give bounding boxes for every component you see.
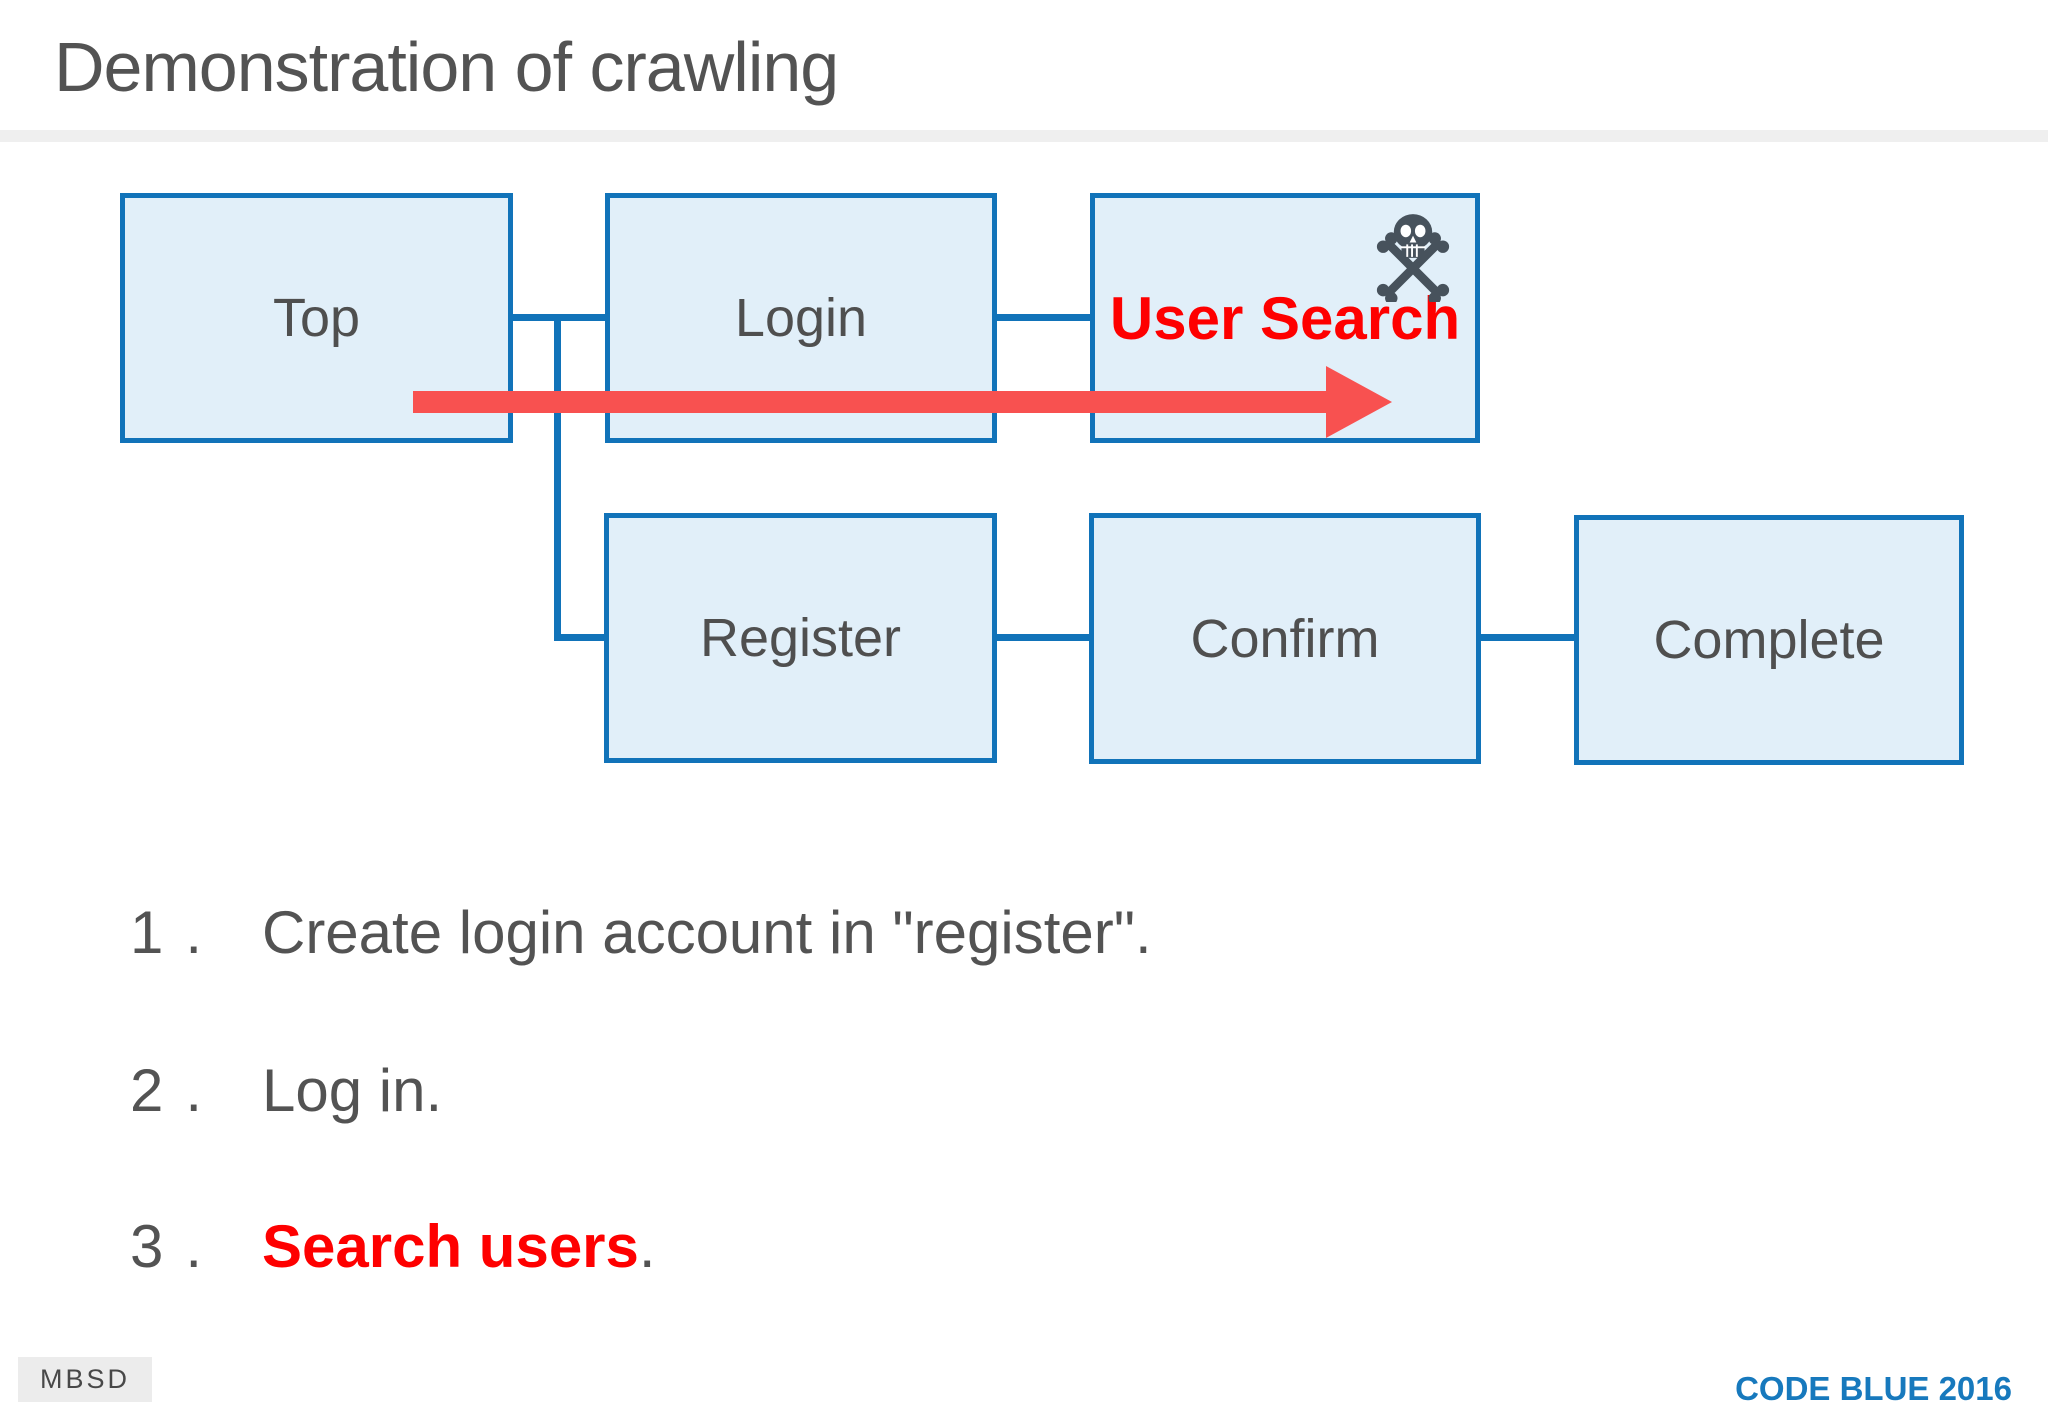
step-1-text: Create login account in "register". — [262, 899, 1152, 966]
connector-login-usersearch — [993, 314, 1094, 321]
step-1: 1. Create login account in "register". — [130, 897, 1152, 969]
step-3: 3. Search users. — [130, 1211, 656, 1283]
step-2: 2. Log in. — [130, 1055, 442, 1127]
step-3-emphasis: Search users — [262, 1213, 639, 1280]
node-login-label: Login — [734, 288, 868, 348]
connector-vertical-branch — [554, 314, 561, 641]
crawl-arrow-head — [1326, 366, 1392, 438]
conference-label: CODE BLUE 2016 — [1735, 1370, 2012, 1407]
title-underline-band — [0, 130, 2048, 142]
node-user-search-label: User Search — [1109, 284, 1461, 352]
step-3-suffix: . — [638, 1213, 656, 1280]
node-register-label: Register — [699, 608, 902, 668]
node-register: Register — [604, 513, 997, 763]
node-confirm: Confirm — [1089, 513, 1481, 764]
step-2-number: 2. — [130, 1057, 225, 1124]
node-top-label: Top — [272, 288, 361, 348]
skull-crossbones-icon — [1376, 214, 1450, 302]
step-2-text: Log in. — [262, 1057, 443, 1124]
step-3-text: Search users. — [262, 1213, 656, 1280]
node-complete-label: Complete — [1653, 610, 1885, 670]
connector-register-confirm — [992, 634, 1093, 641]
node-confirm-label: Confirm — [1190, 608, 1380, 669]
crawl-arrow-body — [413, 391, 1326, 413]
step-3-number: 3. — [130, 1213, 225, 1280]
node-complete: Complete — [1574, 515, 1964, 765]
mbsd-logo-text: MBSD — [39, 1364, 130, 1394]
connector-confirm-complete — [1476, 634, 1578, 641]
mbsd-logo-badge: MBSD — [18, 1357, 152, 1402]
page-title: Demonstration of crawling — [54, 28, 839, 106]
step-1-number: 1. — [130, 899, 225, 966]
connector-branch-register — [554, 634, 608, 641]
